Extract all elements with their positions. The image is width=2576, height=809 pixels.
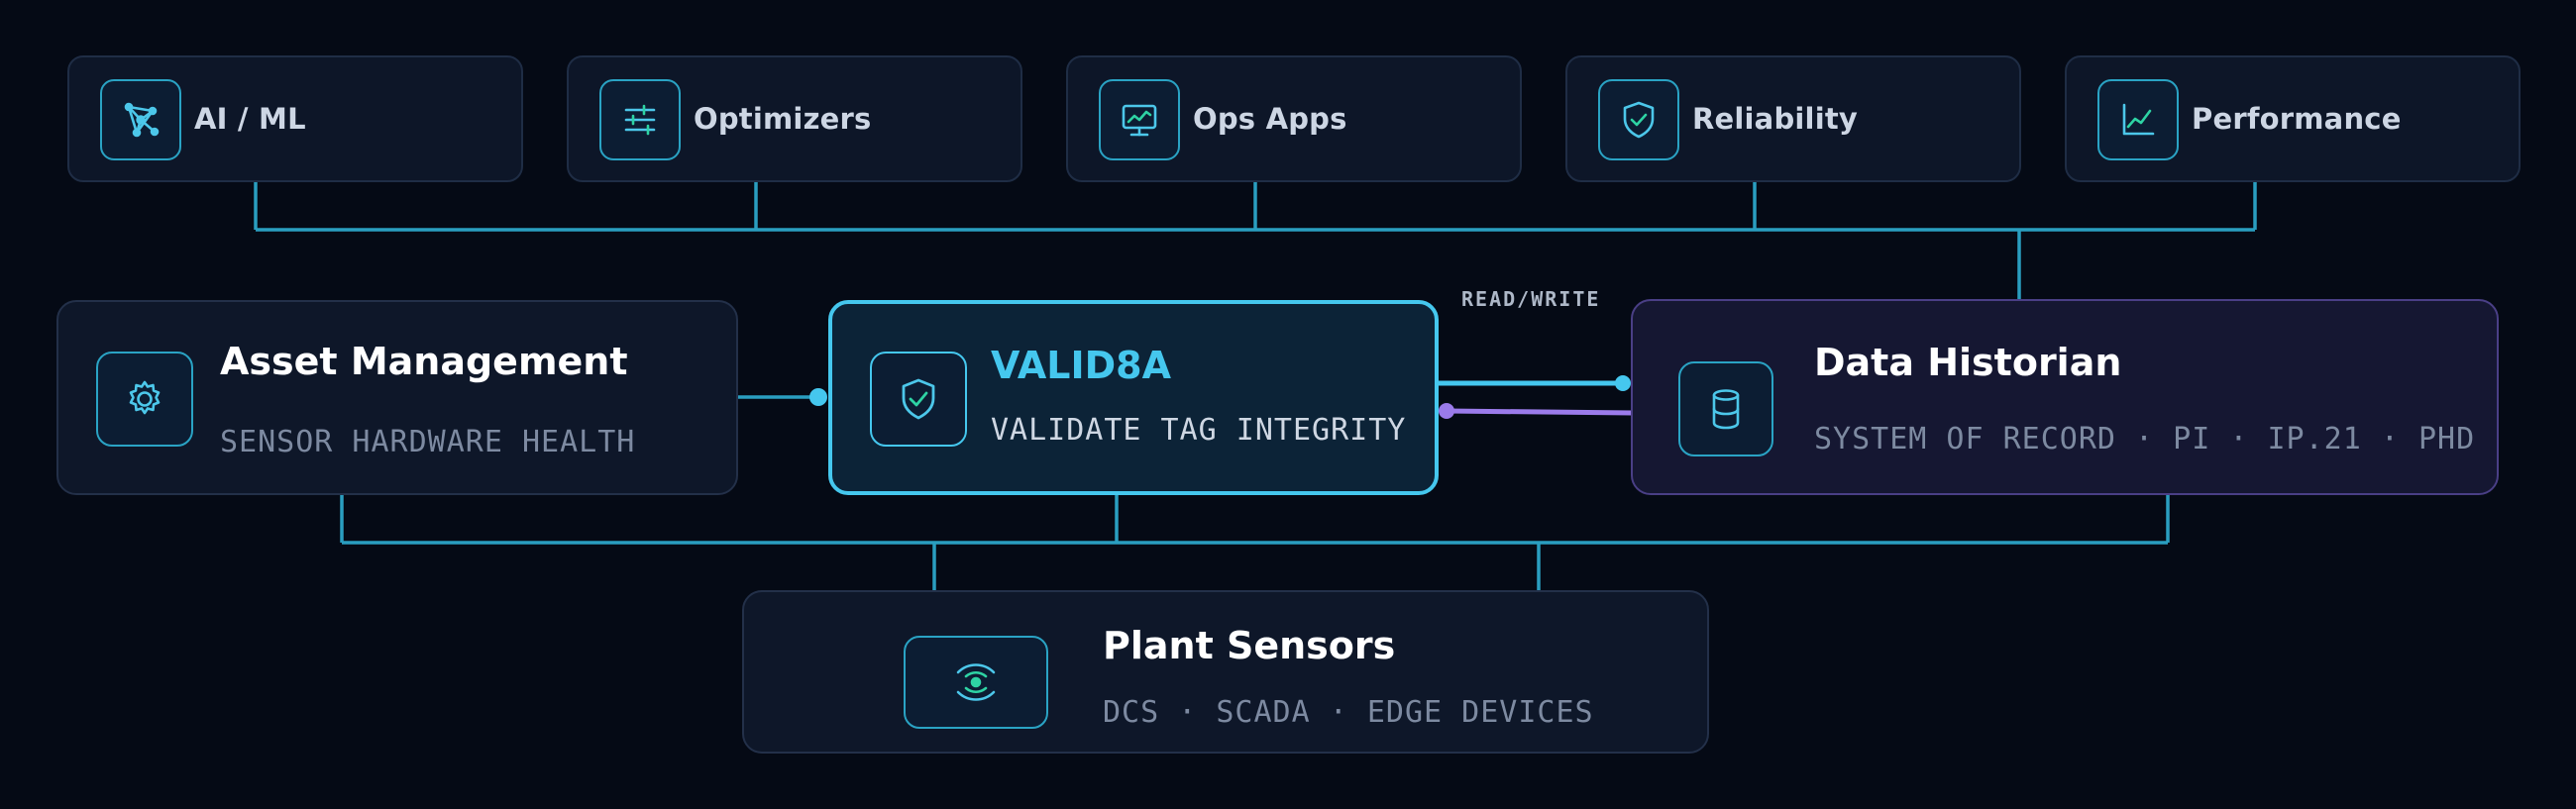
card-ai-ml[interactable]: AI / ML [67,55,523,182]
node-subtitle: VALIDATE TAG INTEGRITY [991,413,1407,448]
card-label: AI / ML [194,102,306,136]
node-title: Data Historian [1814,341,2122,384]
data-historian-node[interactable]: Data Historian SYSTEM OF RECORD · PI · I… [1631,299,2499,495]
card-ops-apps[interactable]: Ops Apps [1066,55,1522,182]
shield-check-icon [870,352,967,447]
read-link-line [1446,408,1634,416]
valid8a-node[interactable]: VALID8A VALIDATE TAG INTEGRITY [828,300,1439,495]
card-label: Ops Apps [1193,102,1347,136]
node-subtitle: DCS · SCADA · EDGE DEVICES [1103,695,1594,730]
asset-link-dot [809,388,827,406]
node-title: Asset Management [220,340,628,383]
card-reliability[interactable]: Reliability [1565,55,2021,182]
monitor-chart-icon [1099,79,1180,160]
write-link-dot [1615,375,1631,391]
read-write-label: READ/WRITE [1461,287,1601,311]
asset-management-node[interactable]: Asset Management SENSOR HARDWARE HEALTH [56,300,738,495]
card-performance[interactable]: Performance [2065,55,2521,182]
shield-check-icon [1598,79,1679,160]
node-subtitle: SENSOR HARDWARE HEALTH [220,425,636,459]
sliders-icon [599,79,681,160]
network-icon [100,79,181,160]
card-label: Performance [2192,102,2402,136]
read-link-dot [1439,403,1454,419]
line-chart-icon [2097,79,2179,160]
card-optimizers[interactable]: Optimizers [567,55,1022,182]
gear-icon [96,352,193,447]
node-subtitle: SYSTEM OF RECORD · PI · IP.21 · PHD [1814,422,2476,456]
node-title: VALID8A [991,344,1171,387]
card-label: Reliability [1692,102,1858,136]
broadcast-eye-icon [904,636,1048,729]
node-title: Plant Sensors [1103,624,1396,667]
card-label: Optimizers [694,102,872,136]
plant-sensors-node[interactable]: Plant Sensors DCS · SCADA · EDGE DEVICES [742,590,1709,754]
database-icon [1678,361,1773,456]
